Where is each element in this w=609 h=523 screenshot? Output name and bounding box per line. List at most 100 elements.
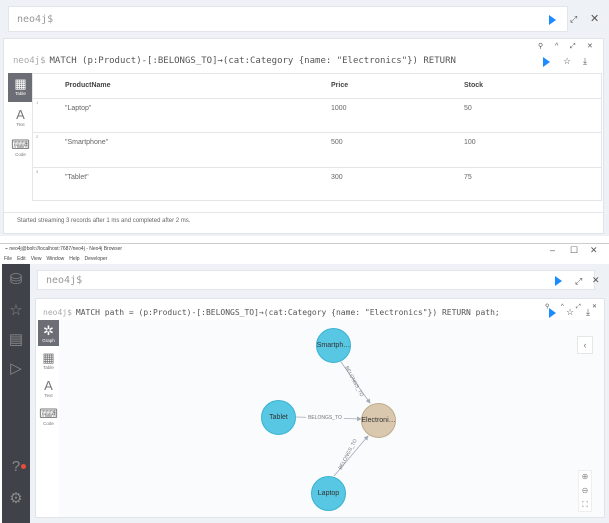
menu-edit[interactable]: Edit	[17, 256, 26, 262]
run-button[interactable]	[549, 15, 556, 25]
title-text: neo4j@bolt://localhost:7687/neo4j - Neo4…	[9, 246, 123, 252]
column-header: Stock	[464, 82, 484, 89]
result-frame	[3, 38, 604, 234]
node-smartphone[interactable]: Smartph…	[316, 328, 351, 363]
download-icon[interactable]: ⤓	[583, 56, 587, 66]
code-icon: ⌨	[11, 137, 30, 152]
code-icon: ⌨	[39, 406, 58, 421]
menu-view[interactable]: View	[30, 256, 42, 262]
query-text[interactable]: neo4j$MATCH path = (p:Product)-[:BELONGS…	[43, 303, 523, 321]
table-cell: "Tablet"	[65, 174, 89, 181]
favorite-icon[interactable]: ☆	[563, 56, 572, 66]
close-icon[interactable]: ✕	[592, 275, 600, 285]
zoom-out-icon[interactable]: ⊖	[581, 486, 589, 495]
view-label: Code	[15, 152, 26, 157]
editor-prompt: neo4j$	[46, 274, 83, 286]
query-prompt: neo4j$	[13, 56, 46, 66]
rerun-button[interactable]	[549, 308, 556, 318]
table-cell: 500	[331, 139, 343, 146]
window-title: ⌁ neo4j@bolt://localhost:7687/neo4j - Ne…	[5, 246, 123, 252]
view-code[interactable]: ⌨Code	[38, 402, 59, 430]
node-label: Electroni…	[361, 417, 396, 424]
row-number: 3	[36, 169, 39, 174]
view-label: Table	[43, 365, 54, 370]
view-table[interactable]: ▦Table	[8, 73, 33, 102]
zoom-in-icon[interactable]: ⊕	[581, 472, 589, 481]
relationship-edge[interactable]	[340, 361, 371, 404]
window-close-icon[interactable]: ✕	[590, 245, 598, 255]
node-label: Tablet	[269, 414, 288, 421]
help-icon[interactable]: ?	[11, 458, 21, 475]
close-frame-icon[interactable]: ✕	[592, 304, 598, 310]
node-tablet[interactable]: Tablet	[261, 400, 296, 435]
guides-icon[interactable]: ▷	[10, 360, 22, 377]
view-label: Graph	[42, 338, 55, 343]
collapse-icon[interactable]: ^	[555, 43, 559, 50]
inspector-toggle-chevron-left-icon[interactable]: ‹	[577, 336, 593, 354]
divider	[33, 98, 601, 99]
download-icon[interactable]: ⤓	[586, 307, 590, 317]
menu-file[interactable]: File	[4, 256, 13, 262]
pin-icon[interactable]: ⚲	[538, 43, 544, 50]
table-cell: 50	[464, 105, 472, 112]
run-button[interactable]	[555, 276, 562, 286]
fullscreen-icon[interactable]: ⤢	[576, 304, 581, 310]
menu-help[interactable]: Help	[69, 256, 80, 262]
status-text: Started streaming 3 records after 1 ms a…	[17, 218, 191, 224]
relationship-label: BELONGS_TO	[338, 438, 359, 471]
column-header: ProductName	[65, 82, 111, 89]
node-label: Smartph…	[316, 342, 351, 349]
view-graph[interactable]: ✲Graph	[38, 320, 59, 346]
row-number: 2	[36, 134, 39, 139]
relationship-label: BELONGS_TO	[308, 415, 342, 421]
rerun-button[interactable]	[543, 57, 550, 67]
menu-developer[interactable]: Developer	[84, 256, 108, 262]
editor-input[interactable]: neo4j$	[37, 270, 595, 290]
menu-window[interactable]: Window	[46, 256, 65, 262]
relationship-edge[interactable]	[333, 435, 369, 477]
collapse-icon[interactable]: ^	[561, 304, 564, 310]
settings-icon[interactable]: ⚙	[9, 490, 23, 507]
close-icon[interactable]: ✕	[590, 13, 600, 25]
expand-icon[interactable]: ⤢	[575, 276, 583, 286]
table-cell: 1000	[331, 105, 347, 112]
text-icon: A	[16, 107, 25, 122]
documents-icon[interactable]: ▤	[8, 331, 24, 348]
editor-input[interactable]: neo4j$	[8, 6, 568, 32]
fullscreen-icon[interactable]: ⤢	[570, 43, 576, 50]
view-code[interactable]: ⌨Code	[8, 132, 33, 162]
view-label: Text	[44, 393, 53, 398]
maximize-icon[interactable]: ☐	[570, 245, 579, 255]
query: MATCH path = (p:Product)-[:BELONGS_TO]→(…	[75, 307, 500, 317]
database-icon[interactable]: ⛁	[9, 271, 23, 288]
view-label: Text	[16, 122, 25, 127]
query-prompt: neo4j$	[43, 307, 72, 317]
favorites-icon[interactable]: ☆	[9, 302, 23, 319]
table-cell: "Laptop"	[65, 105, 92, 112]
minimize-icon[interactable]: –	[550, 245, 556, 255]
graph-icon: ✲	[43, 323, 54, 338]
node-laptop[interactable]: Laptop	[311, 476, 346, 511]
fit-to-screen-icon[interactable]: ⛶	[582, 500, 588, 509]
close-frame-icon[interactable]: ✕	[587, 43, 593, 50]
notification-badge	[21, 464, 26, 469]
menu-bar: File Edit View Window Help Developer	[4, 256, 107, 262]
favorite-icon[interactable]: ☆	[566, 307, 575, 317]
divider	[0, 243, 609, 244]
table-cell: 100	[464, 139, 476, 146]
relationship-label: BELONGS_TO	[343, 365, 364, 398]
editor-prompt: neo4j$	[17, 13, 54, 25]
pin-icon[interactable]: ⚲	[545, 304, 550, 310]
view-table[interactable]: ▦Table	[38, 346, 59, 374]
query-text[interactable]: neo4j$MATCH (p:Product)-[:BELONGS_TO]→(c…	[13, 52, 461, 70]
divider	[33, 132, 601, 133]
expand-icon[interactable]: ⤢	[570, 14, 578, 24]
table-icon: ▦	[42, 350, 55, 365]
view-label: Table	[15, 91, 26, 96]
node-electronics[interactable]: Electroni…	[361, 403, 396, 438]
divider	[4, 212, 603, 213]
